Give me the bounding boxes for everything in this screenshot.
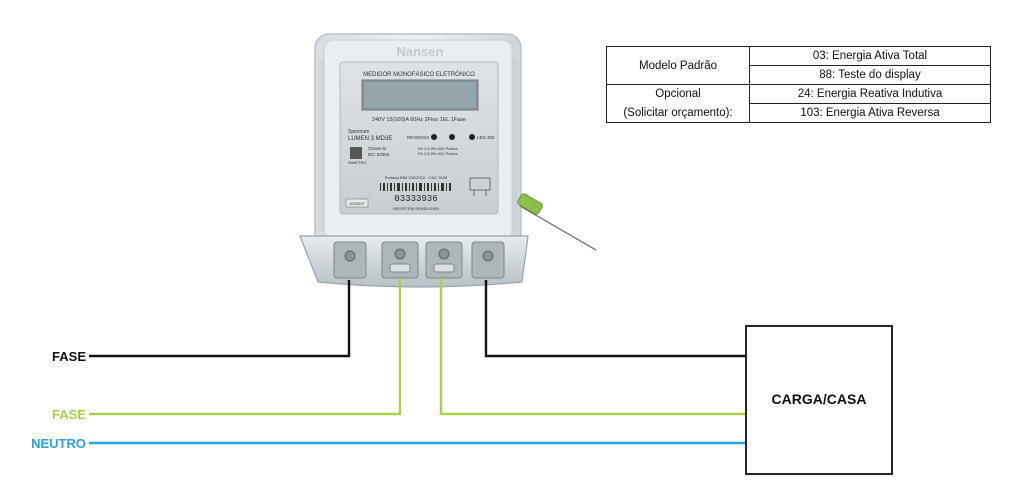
energy-meter: Nansen MEDIDOR MONOFÁSICO ELETRÔNICO 240…: [299, 33, 597, 288]
wire-fase-black-in: [89, 280, 351, 358]
meter-seal: [517, 193, 597, 251]
label-fase-green: FASE: [52, 407, 86, 422]
meter-class-line1: Classe B: [368, 146, 386, 151]
terminal-screw-3: [438, 248, 450, 260]
meter-model-line2: LUMEN 3 MD3E: [348, 136, 392, 142]
meter-reverse-label: REVERSO: [407, 135, 430, 140]
mode-item: 24: Energia Reativa Indutiva: [749, 84, 991, 104]
meter-led-pulse: [449, 134, 455, 140]
meter-tag-text: 1003027: [349, 201, 365, 206]
terminal-screw-2: [394, 248, 406, 260]
meter-model-line1: Spectrum: [348, 129, 369, 135]
meter-serial: 03333936: [394, 194, 437, 204]
terminal-2: [381, 241, 419, 279]
meter-kh-line1: Kh 2,5 Wh 400 Pulsos: [418, 146, 458, 151]
terminal-screw-1: [344, 250, 356, 262]
modelo-padrao-cell: Modelo Padrão: [606, 46, 750, 85]
meter-inmetro: INMETRO: [348, 160, 366, 165]
meter-title: MEDIDOR MONOFÁSICO ELETRÔNICO: [363, 71, 475, 78]
solicitar-cell: (Solicitar orçamento):: [606, 103, 750, 123]
terminal-3: [425, 241, 463, 279]
mode-item: 103: Energia Ativa Reversa: [749, 103, 991, 123]
wire-fase-green-in: [89, 278, 402, 416]
meter-tag: [345, 198, 369, 208]
meter-led-label: LED 400: [477, 135, 495, 140]
meter-ribs: [319, 60, 517, 230]
meter-brand: Nansen: [397, 44, 444, 59]
wires: [89, 278, 746, 445]
meter-led-reverse: [431, 134, 437, 140]
meter-connection-sketch: [469, 177, 491, 196]
terminal-bar-1: [389, 263, 411, 273]
meter-lcd-glass: [365, 83, 475, 107]
load-label: CARGA/CASA: [772, 391, 867, 407]
label-neutro: NEUTRO: [31, 436, 86, 451]
meter-kh-line2: Kh 2,5 Wh 400 Pulsos: [418, 151, 458, 156]
load-box: [745, 325, 893, 475]
meter-class-line2: IEC 62053: [368, 152, 390, 157]
meter-led-400: [469, 134, 475, 140]
wire-fase-black-out: [484, 280, 746, 358]
opcional-cell: Opcional: [606, 84, 750, 104]
display-modes-table: Modelo Padrão 03: Energia Ativa Total 88…: [606, 46, 991, 123]
meter-barcode: [380, 183, 451, 191]
terminal-bar-2: [433, 263, 455, 273]
inmetro-logo: [350, 147, 362, 159]
mode-item: 88: Teste do display: [749, 65, 991, 85]
wire-fase-green-out: [439, 278, 746, 416]
mode-item: 03: Energia Ativa Total: [749, 46, 991, 66]
meter-portaria: Portaria INM 159/2012 · CNC 9105: [385, 175, 448, 180]
label-fase-black: FASE: [52, 349, 86, 364]
meter-rating: 240V 15(100)A 60Hz 2Fios 1EL 1Fase: [372, 117, 466, 123]
meter-made-in: INDÚSTRIA BRASILEIRA: [393, 206, 439, 211]
terminal-screw-4: [482, 250, 494, 262]
